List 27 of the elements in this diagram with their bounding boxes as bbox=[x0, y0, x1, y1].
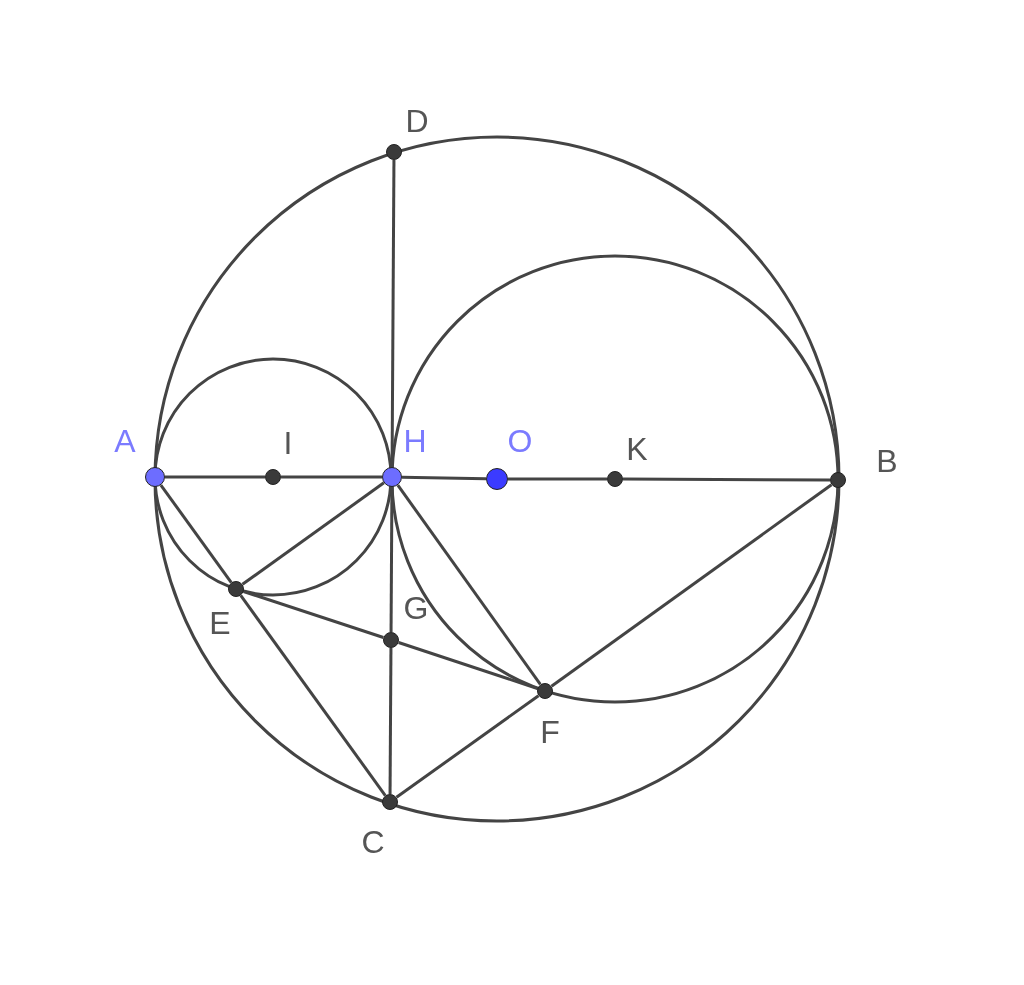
line-segment bbox=[389, 487, 394, 632]
point-label: H bbox=[402, 423, 428, 459]
line-segment bbox=[159, 484, 233, 584]
line-segment bbox=[401, 475, 487, 481]
line-segment bbox=[281, 475, 382, 479]
line-segment bbox=[165, 475, 265, 479]
point-label: F bbox=[539, 714, 561, 750]
point-label: A bbox=[113, 423, 137, 459]
point-label: C bbox=[360, 824, 386, 860]
point-label: E bbox=[208, 605, 232, 641]
line-segment bbox=[239, 594, 387, 797]
line-segment bbox=[388, 648, 393, 794]
point-label: O bbox=[506, 423, 534, 459]
point-label: G bbox=[402, 590, 430, 626]
point-label: D bbox=[404, 103, 430, 139]
line-segment bbox=[550, 483, 833, 688]
line-segment bbox=[395, 694, 540, 799]
line-segment bbox=[623, 477, 830, 482]
line-segment bbox=[390, 160, 396, 467]
line-segment bbox=[398, 641, 538, 690]
line-segment bbox=[241, 481, 385, 586]
line-segment bbox=[243, 590, 384, 639]
point-label: B bbox=[875, 443, 899, 479]
line-segment bbox=[508, 477, 607, 481]
point-label: K bbox=[625, 431, 649, 467]
point-label: I bbox=[282, 425, 294, 461]
line-segment bbox=[396, 484, 542, 686]
